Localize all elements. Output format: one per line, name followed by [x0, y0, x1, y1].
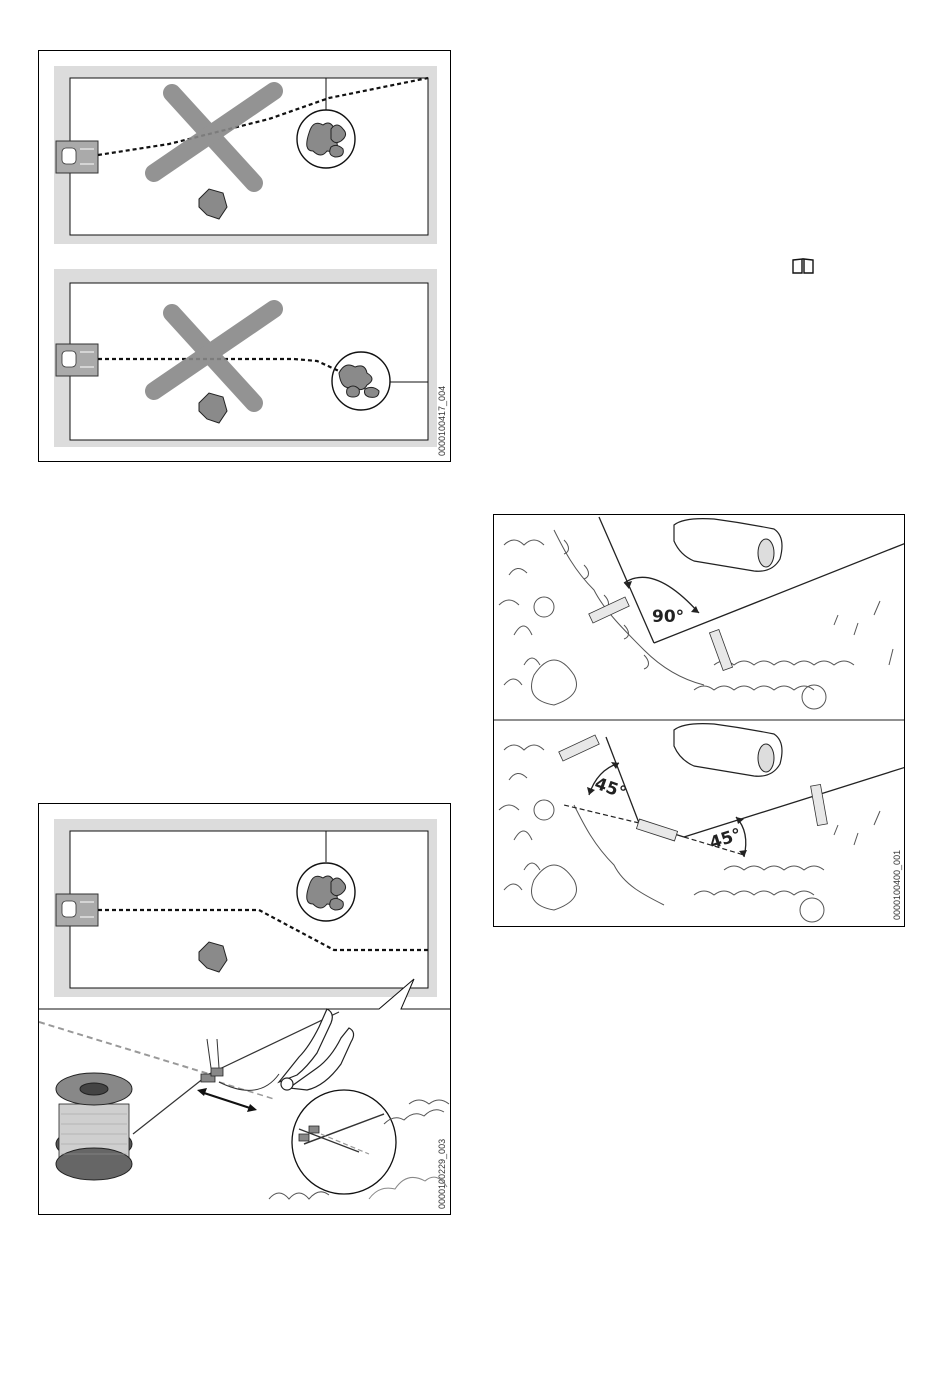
figure-corner-angles: 90° 45° 45° 0000100400_001	[493, 514, 905, 927]
figure-code: 0000100400_001	[892, 850, 902, 920]
book-icon	[792, 258, 814, 274]
figure-guide-wire-connection: 0000100229_003	[38, 803, 451, 1215]
wire-spool-icon	[56, 1073, 132, 1180]
bottom-panel	[499, 745, 880, 922]
figure-code: 0000100229_003	[437, 1139, 447, 1209]
figure-incorrect-guide-wire: 0000100417_004	[38, 50, 451, 462]
angle-label-90: 90°	[652, 607, 684, 627]
pliers-icon	[279, 1009, 354, 1090]
figure-corner-angles-drawing: 90° 45° 45°	[494, 515, 905, 927]
figure-incorrect-guide-wire-drawing	[39, 51, 451, 462]
figure-guide-wire-connection-drawing	[39, 804, 451, 1215]
angle-label-45-right: 45°	[707, 825, 744, 854]
angle-label-45-left: 45°	[592, 774, 629, 804]
figure-code: 0000100417_004	[437, 386, 447, 456]
